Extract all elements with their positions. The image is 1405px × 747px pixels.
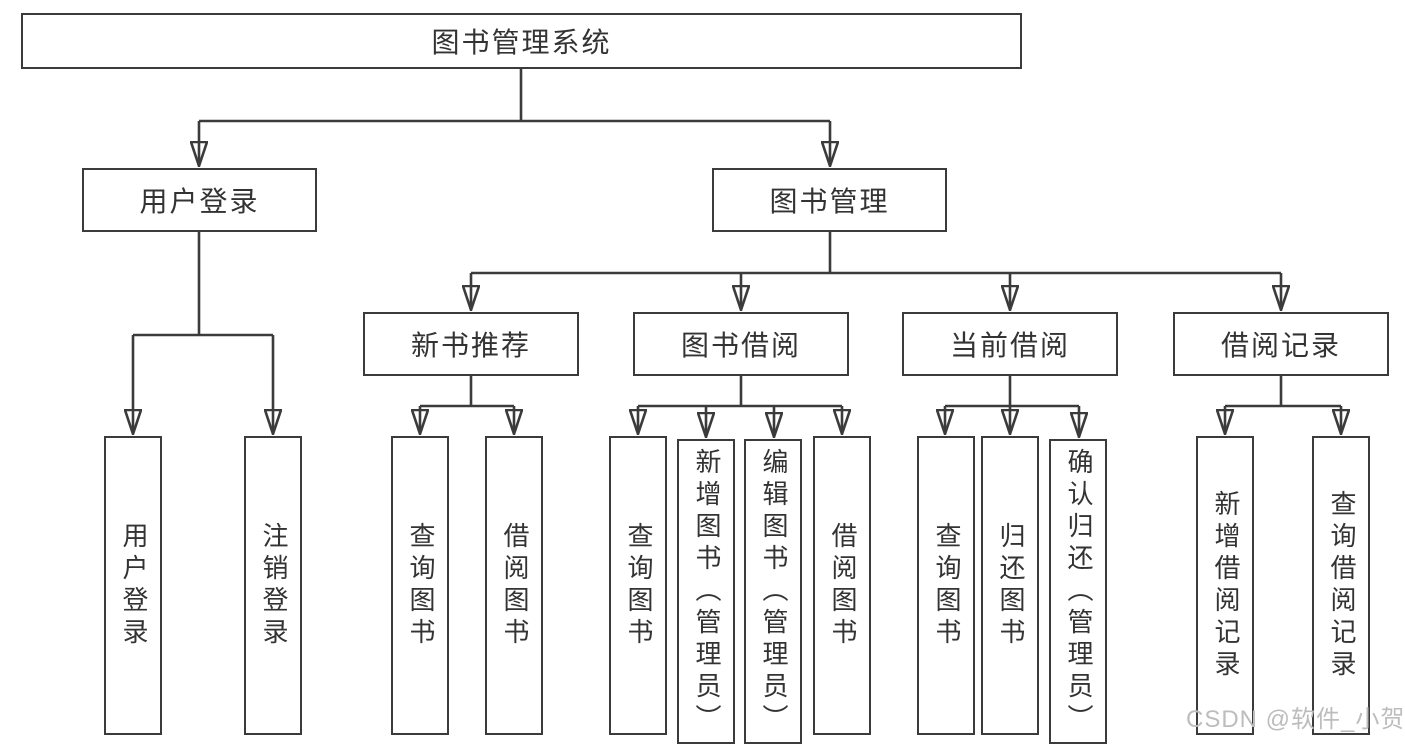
node-new-book-recommend-label: 新书推荐 (410, 330, 531, 361)
leaf-logout: 注销登录 (244, 436, 302, 735)
node-root-label: 图书管理系统 (431, 27, 612, 58)
leaf-label: 查询图书 (623, 521, 654, 650)
leaf-query-books: 查询图书 (391, 436, 449, 735)
node-current-borrow-label: 当前借阅 (949, 330, 1070, 361)
leaf-edit-books-admin: 编辑图书（管理员） (744, 439, 802, 744)
csdn-watermark: CSDN @软件_小贺同学 (1186, 706, 1405, 733)
leaf-add-books-admin: 新增图书（管理员） (677, 439, 735, 744)
leaf-borrow-books: 借阅图书 (485, 436, 543, 735)
leaf-borrow-books: 借阅图书 (813, 436, 871, 735)
node-book-management: 图书管理 (712, 168, 947, 232)
leaf-label: 编辑图书（管理员） (758, 447, 789, 736)
leaf-label: 借阅图书 (827, 521, 858, 650)
node-user-login: 用户登录 (82, 168, 317, 232)
leaf-return-books: 归还图书 (981, 436, 1039, 735)
node-book-borrow: 图书借阅 (633, 312, 849, 376)
leaf-label: 借阅图书 (499, 521, 530, 650)
leaf-label: 新增借阅记录 (1210, 489, 1241, 682)
leaf-confirm-return-admin: 确认归还（管理员） (1049, 439, 1107, 744)
leaf-label: 查询图书 (405, 521, 436, 650)
node-new-book-recommend: 新书推荐 (363, 312, 579, 376)
node-root: 图书管理系统 (21, 13, 1022, 69)
node-book-management-label: 图书管理 (769, 186, 890, 217)
leaf-query-books: 查询图书 (917, 436, 975, 735)
node-book-borrow-label: 图书借阅 (680, 330, 801, 361)
node-current-borrow: 当前借阅 (902, 312, 1118, 376)
node-user-login-label: 用户登录 (139, 186, 260, 217)
node-borrow-records-label: 借阅记录 (1220, 330, 1341, 361)
leaf-add-borrow-record: 新增借阅记录 (1196, 436, 1254, 735)
leaf-label: 查询图书 (931, 521, 962, 650)
leaf-label: 新增图书（管理员） (691, 447, 722, 736)
leaf-label: 用户登录 (118, 521, 149, 650)
node-borrow-records: 借阅记录 (1173, 312, 1389, 376)
leaf-label: 确认归还（管理员） (1063, 447, 1094, 736)
leaf-query-books: 查询图书 (609, 436, 667, 735)
leaf-label: 注销登录 (258, 521, 289, 650)
leaf-query-borrow-record: 查询借阅记录 (1312, 436, 1370, 735)
leaf-label: 查询借阅记录 (1326, 489, 1357, 682)
leaf-label: 归还图书 (995, 521, 1026, 650)
leaf-user-login: 用户登录 (104, 436, 162, 735)
